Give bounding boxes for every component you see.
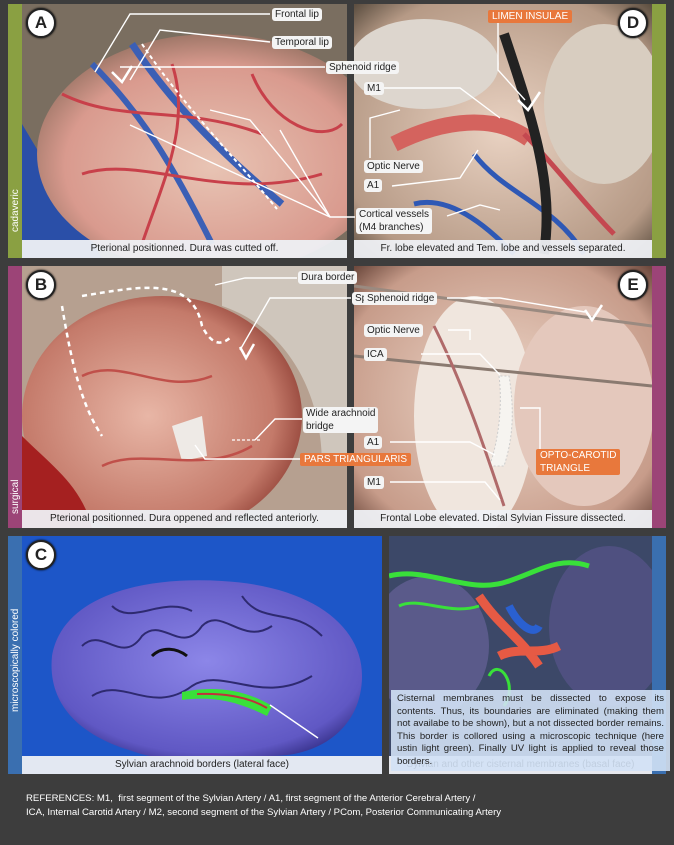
membrane-note: Cisternal membranes must be dissected to… [391,690,670,771]
label-m1-d: M1 [364,82,384,95]
panel-d: D Fr. lobe elevated and Tem. lobe and ve… [354,4,652,258]
label-m1-e: M1 [364,476,384,489]
panel-c-left-caption: Sylvian arachnoid borders (lateral face) [22,756,382,774]
panel-b-letter: B [26,270,56,300]
references: REFERENCES: M1, first segment of the Syl… [26,793,502,818]
panel-c-left: C Sylvian arachnoid borders (lateral fac… [22,536,382,774]
panel-a-caption: Pterional positionned. Dura was cutted o… [22,240,347,258]
label-optic-nerve-d: Optic Nerve [364,160,423,173]
label-sphenoid-ridge-a: Sphenoid ridge [326,61,400,74]
label-dura-border: Dura border [298,271,358,284]
colored-strip [8,536,22,774]
cadaveric-strip [8,4,22,258]
surgical-strip-right [652,266,666,528]
label-ica-e: ICA [364,348,387,361]
side-label-cadaveric: cadaveric [10,189,21,232]
panel-e-letter: E [618,270,648,300]
panel-e-photo [354,266,652,528]
label-cortical-vessels: Cortical vessels (M4 branches) [356,208,433,234]
surgical-strip [8,266,22,528]
label-a1-e: A1 [364,436,383,449]
panel-e-caption: Frontal Lobe elevated. Distal Sylvian Fi… [354,510,652,528]
cadaveric-strip-right [652,4,666,258]
panel-b: B Pterional positionned. Dura oppened an… [22,266,347,528]
label-frontal-lip: Frontal lip [272,8,322,21]
panel-d-photo [354,4,652,258]
label-sphenoid-ridge-e: Sphenoid ridge [364,292,438,305]
label-opto-carotid-triangle: OPTO-CAROTID TRIANGLE [536,449,621,475]
label-optic-nerve-e: Optic Nerve [364,324,423,337]
panel-c-left-photo [22,536,382,774]
label-limen-insulae: LIMEN INSULAE [488,10,573,23]
panel-a-letter: A [26,8,56,38]
label-temporal-lip: Temporal lip [272,36,332,49]
panel-d-caption: Fr. lobe elevated and Tem. lobe and vess… [354,240,652,258]
panel-b-caption: Pterional positionned. Dura oppened and … [22,510,347,528]
label-wide-arachnoid-bridge: Wide arachnoid bridge [303,407,379,433]
panel-b-photo [22,266,347,528]
label-a1-d: A1 [364,179,383,192]
panel-c-letter: C [26,540,56,570]
panel-e: E Frontal Lobe elevated. Distal Sylvian … [354,266,652,528]
panel-d-letter: D [618,8,648,38]
side-label-surgical: surgical [10,479,21,514]
label-pars-triangularis: PARS TRIANGULARIS [300,453,411,466]
side-label-colored: microscopically colored [10,608,21,712]
